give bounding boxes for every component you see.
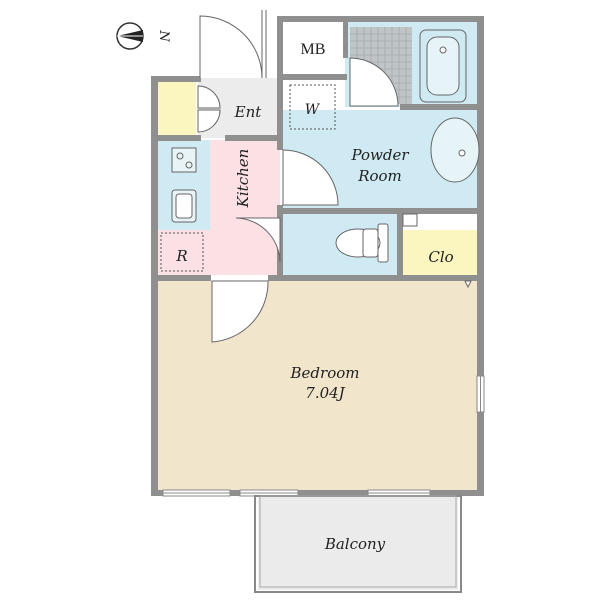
powder-room-label-line1: Powder (350, 146, 409, 164)
kitchen-area (210, 140, 280, 275)
toilet-icon (335, 223, 389, 263)
bathtub-icon (419, 29, 467, 103)
shoe-closet-doors[interactable] (197, 85, 221, 133)
refrigerator-area (158, 230, 210, 275)
powder-room-label-line2: Room (357, 167, 402, 185)
bedroom-label: Bedroom (290, 364, 360, 382)
refrigerator-label: R (175, 247, 187, 265)
closet-label: Clo (428, 248, 453, 266)
sink-icon (430, 117, 480, 183)
powder-room-door[interactable] (282, 149, 339, 206)
bedroom-area (155, 281, 480, 492)
closet-area (403, 230, 478, 275)
stove-icon (171, 147, 197, 173)
mb-label: MB (301, 41, 326, 58)
shoe-closet (158, 82, 196, 135)
washer-label: W (305, 102, 321, 118)
bedroom-size-label: 7.04J (305, 384, 345, 402)
kitchen-sink-icon (171, 189, 197, 223)
bedroom-door[interactable] (211, 280, 269, 343)
meter-box-area (283, 21, 343, 74)
kitchen-label: Kitchen (234, 149, 252, 209)
toilet-door[interactable] (235, 217, 281, 263)
front-door[interactable] (199, 10, 267, 79)
walls (151, 16, 484, 496)
bath-door[interactable] (349, 57, 399, 107)
refrigerator-box (160, 232, 204, 272)
north-label: N (156, 29, 171, 42)
balcony-label: Balcony (324, 535, 386, 553)
washer-box (289, 84, 336, 130)
balcony-area (258, 496, 458, 590)
balcony-railing (254, 495, 462, 593)
north-arrow-icon (116, 22, 144, 50)
entrance-label: Ent (234, 103, 263, 121)
closet-door-marker (402, 213, 472, 289)
